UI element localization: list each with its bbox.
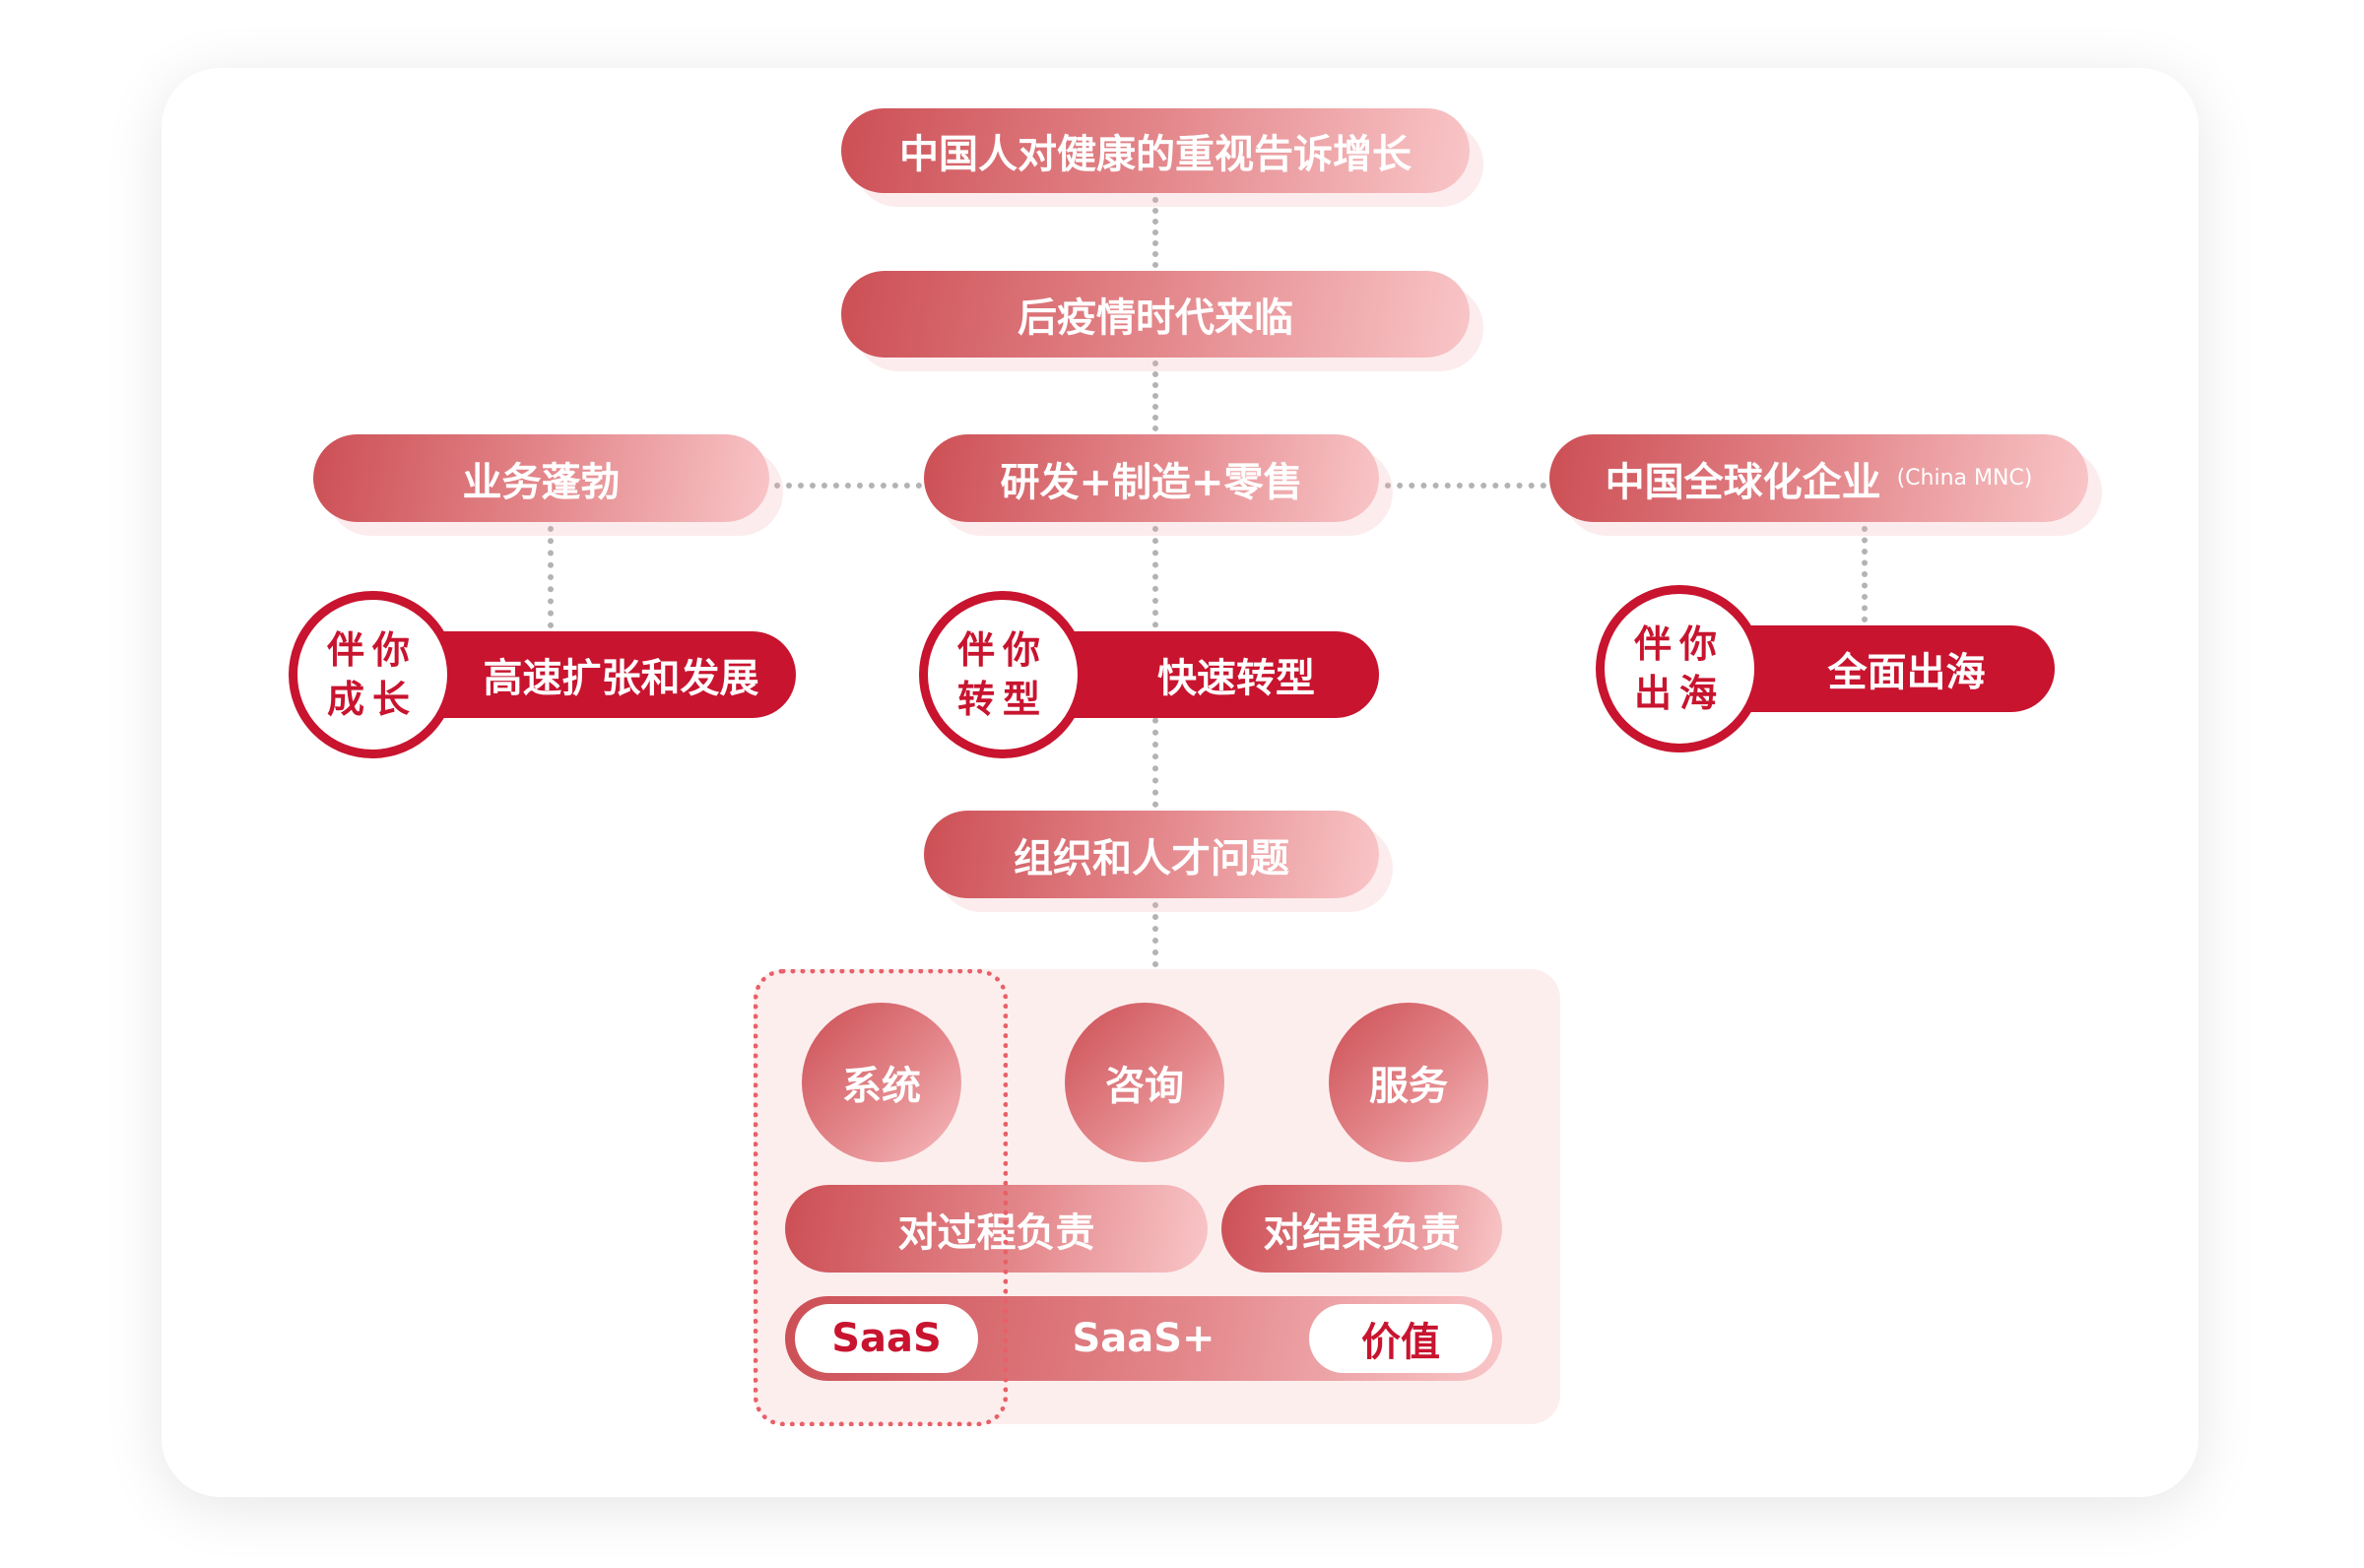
connector-right xyxy=(1385,483,1546,489)
saas-bar: SaaS+ SaaS 价值 xyxy=(785,1296,1502,1381)
badge-line2: 出海 xyxy=(1633,672,1725,715)
value-label: 价值 xyxy=(1309,1304,1492,1373)
connector-1-2 xyxy=(1152,197,1158,268)
result-responsibility-label: 对结果负责 xyxy=(1263,1209,1461,1256)
badge-line1: 伴你 xyxy=(326,628,418,672)
pill-result-responsibility: 对结果负责 xyxy=(1221,1185,1502,1273)
bar-fast-transformation-label: 快速转型 xyxy=(1157,656,1315,701)
pill-rd-manufacturing-retail: 研发+制造+零售 xyxy=(924,434,1379,522)
pill-business-boom: 业务蓬勃 xyxy=(313,434,769,522)
badge-line1: 伴你 xyxy=(1633,622,1725,666)
badge-line1: 伴你 xyxy=(956,628,1048,672)
connector-left xyxy=(774,483,922,489)
pill-post-pandemic-label: 后疫情时代来临 xyxy=(1018,295,1293,341)
circle-consulting: 咨询 xyxy=(1065,1003,1224,1162)
circle-consulting-label: 咨询 xyxy=(1105,1064,1184,1109)
pill-china-mnc-note: (China MNC) xyxy=(1896,466,2033,490)
saas-label: SaaS xyxy=(795,1304,978,1373)
pill-china-mnc: 中国全球化企业 (China MNC) xyxy=(1549,434,2088,522)
circle-service-label: 服务 xyxy=(1369,1064,1448,1109)
pill-business-boom-label: 业务蓬勃 xyxy=(462,459,621,505)
pill-rd-label: 研发+制造+零售 xyxy=(1000,459,1303,505)
pill-org-talent-problem: 组织和人才问题 xyxy=(924,811,1379,898)
badge-line2: 成长 xyxy=(326,678,418,721)
badge-line2: 转型 xyxy=(956,678,1048,721)
pill-china-mnc-label: 中国全球化企业 xyxy=(1605,459,1881,505)
pill-health-growth-label: 中国人对健康的重视告诉增长 xyxy=(899,132,1412,177)
circle-system-label: 系统 xyxy=(842,1064,921,1109)
bar-fast-transformation: 快速转型 xyxy=(1034,631,1379,718)
bar-rapid-expansion: 高速扩张和发展 xyxy=(407,631,796,718)
badge-go-abroad-with-you: 伴你 出海 xyxy=(1596,585,1763,752)
connector-left-down xyxy=(548,526,554,628)
pill-post-pandemic: 后疫情时代来临 xyxy=(841,271,1470,358)
connector-right-down xyxy=(1862,526,1868,622)
connector-problem-down xyxy=(1152,902,1158,967)
badge-grow-with-you: 伴你 成长 xyxy=(289,591,456,758)
bar-go-global-label: 全面出海 xyxy=(1827,650,1986,695)
connector-2-3 xyxy=(1152,360,1158,431)
saas-highlight-frame xyxy=(754,969,1008,1426)
pill-org-talent-label: 组织和人才问题 xyxy=(1014,835,1289,882)
pill-health-growth: 中国人对健康的重视告诉增长 xyxy=(841,108,1470,193)
saas-plus-label: SaaS+ xyxy=(1072,1316,1215,1361)
bar-rapid-expansion-label: 高速扩张和发展 xyxy=(483,656,759,701)
badge-transform-with-you: 伴你 转型 xyxy=(919,591,1086,758)
bar-go-global: 全面出海 xyxy=(1719,625,2055,712)
circle-service: 服务 xyxy=(1329,1003,1488,1162)
process-responsibility-label: 对过程负责 xyxy=(897,1209,1095,1256)
circle-system: 系统 xyxy=(802,1003,961,1162)
pill-process-responsibility: 对过程负责 xyxy=(785,1185,1208,1273)
